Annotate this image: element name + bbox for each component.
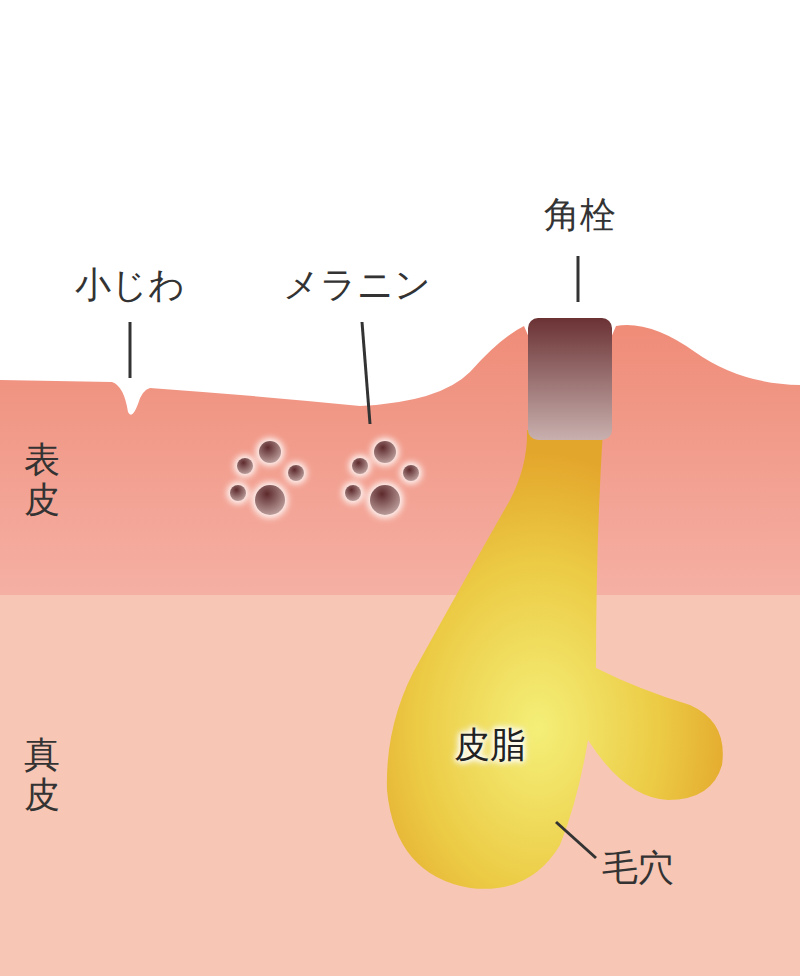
leader-lines	[130, 256, 596, 858]
hair-follicle	[387, 430, 723, 889]
layer-name: 表皮	[24, 440, 60, 519]
part-label: 角栓	[544, 193, 616, 236]
melanin-cluster	[227, 438, 422, 518]
part-name: 皮脂	[454, 723, 526, 766]
part-label: 小じわ	[75, 263, 185, 306]
epidermis-band	[0, 325, 800, 595]
skin-layer: 表皮	[0, 330, 800, 595]
layer-name: 真皮	[24, 735, 60, 814]
skin-layer: 真皮	[0, 595, 800, 976]
part-label: 毛穴	[602, 846, 674, 889]
keratin-plug	[528, 318, 612, 440]
part-label: メラニン	[283, 263, 431, 306]
sebum-region: 皮脂	[400, 700, 580, 790]
